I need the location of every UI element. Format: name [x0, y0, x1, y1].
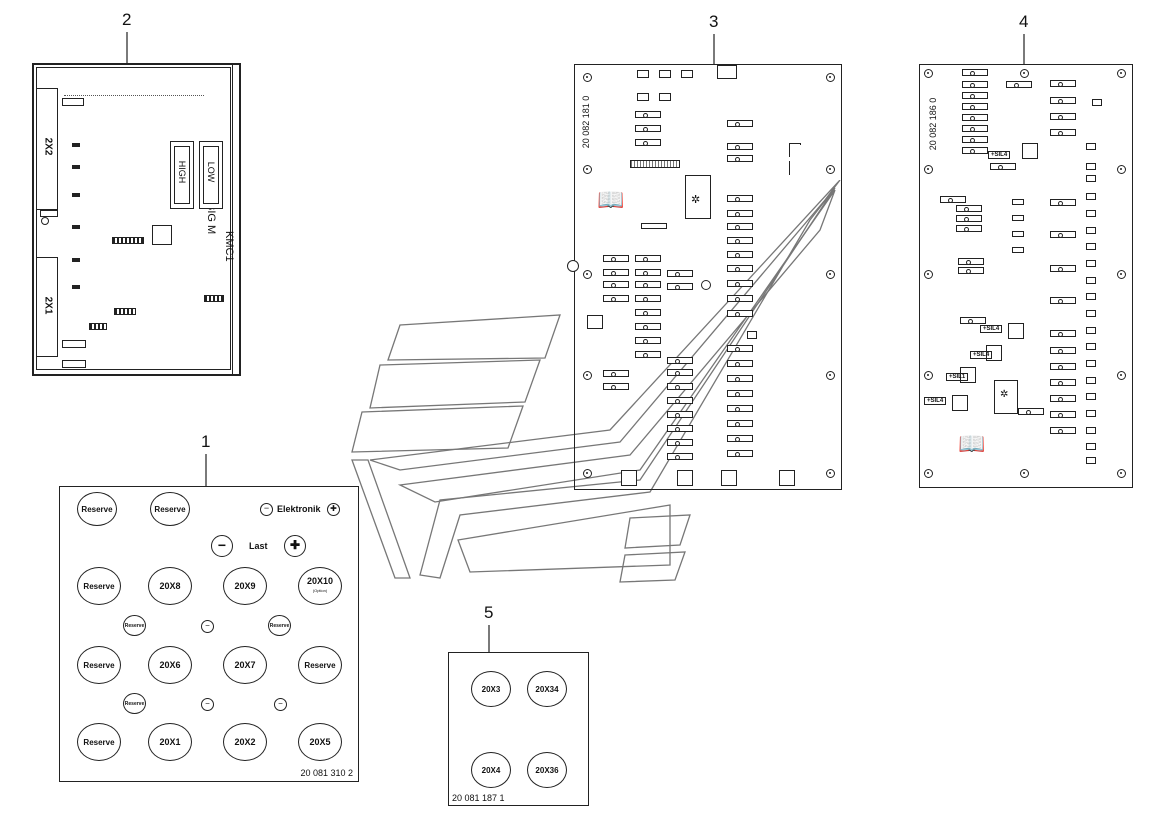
knob-2[interactable]: [1008, 323, 1024, 339]
panel-2-inner-frame: [36, 67, 231, 370]
connector-20x3[interactable]: 20X3: [471, 671, 511, 707]
label-kmc1: KMC1: [223, 231, 235, 262]
fuse-f4: [62, 360, 86, 368]
indicator-ring: [41, 217, 49, 225]
knob-5[interactable]: [952, 395, 968, 411]
last-plus-icon: ✚: [284, 535, 306, 557]
panel-3-part-number: 20 082 181 0: [581, 95, 591, 149]
potentiometer-4: [994, 380, 1018, 414]
option-label: (Option): [312, 588, 328, 593]
gear-icon: ✲: [691, 194, 701, 206]
label-2x1: 2X1: [42, 296, 54, 315]
led-row-4: [72, 225, 80, 229]
terminal-strip-low: [89, 323, 107, 330]
trimmer: [701, 280, 711, 290]
panel-2-board: 2X2 2X1 BIG M KMC1 HIGH LOW: [32, 63, 241, 376]
minus-icon-small-3: −: [274, 698, 287, 711]
callout-5: 5: [484, 603, 494, 622]
connector-20x7[interactable]: 20X7: [223, 646, 267, 684]
connector-reserve-r1-1[interactable]: Reserve: [77, 492, 117, 526]
panel-3-board: 20 082 181 0 ✲ 📖: [567, 64, 842, 490]
connector-bottom-3: [721, 470, 737, 486]
led-row-1: [72, 143, 80, 147]
pin-header: [630, 160, 680, 168]
minus-icon-small-2: −: [201, 698, 214, 711]
led-row-5: [72, 258, 80, 262]
connector-block-2x2: 2X2: [37, 88, 58, 210]
connector-20x9[interactable]: 20X9: [223, 567, 267, 605]
last-minus-icon: −: [211, 535, 233, 557]
terminal-row-top: [64, 95, 204, 104]
background-logo-outline: [351, 180, 841, 583]
knob-2-label: +SIL4: [980, 325, 1003, 333]
connector-20x36[interactable]: 20X36: [527, 752, 567, 788]
connector-20x4[interactable]: 20X4: [471, 752, 511, 788]
side-jack: [567, 260, 579, 272]
connector-reserve-r4-2[interactable]: Reserve: [298, 646, 342, 684]
terminal-strip-bottom: [204, 295, 224, 302]
connector-reserve-small-1[interactable]: Reserve: [123, 615, 146, 636]
terminal-strip-mid: [112, 237, 144, 244]
led-row-6: [72, 285, 80, 289]
knob-3-label: +SIL4: [970, 351, 993, 359]
terminal-strip-low-2: [114, 308, 136, 315]
switch-high[interactable]: HIGH: [170, 141, 194, 209]
connector-reserve-r4-1[interactable]: Reserve: [77, 646, 121, 684]
connector-20x6[interactable]: 20X6: [148, 646, 192, 684]
panel-4-board: 20 082 186 0 +SIL4 +SIL4 +SIL4 +SIL1 +SI…: [919, 64, 1133, 488]
manual-book-icon: 📖: [597, 187, 625, 212]
last-label: Last: [249, 541, 268, 551]
fuse-f2: [40, 210, 58, 217]
connector-bottom-4: [779, 470, 795, 486]
callout-3: 3: [709, 12, 719, 31]
panel-1-connector-plate: Elektronik − ✚ Last − ✚ Reserve Reserve …: [59, 486, 359, 782]
panel-1-part-number: 20 081 310 2: [300, 768, 353, 778]
panel-5-connector-plate: 20X3 20X34 20X4 20X36 20 081 187 1: [448, 652, 589, 806]
connector-bottom-2: [677, 470, 693, 486]
connector-reserve-r6-1[interactable]: Reserve: [77, 723, 121, 761]
knob-5-label: +SIL4: [924, 397, 947, 405]
elektronik-label: Elektronik: [277, 504, 321, 514]
connector-20x2[interactable]: 20X2: [223, 723, 267, 761]
fuse-f1: [62, 98, 84, 106]
knob-1[interactable]: [1022, 143, 1038, 159]
switch-low-label: LOW: [206, 161, 216, 183]
callout-2: 2: [122, 10, 132, 29]
connector-20x1[interactable]: 20X1: [148, 723, 192, 761]
led-row-2: [72, 165, 80, 169]
connector-20x8[interactable]: 20X8: [148, 567, 192, 605]
panel-5-part-number: 20 081 187 1: [452, 793, 505, 803]
knob-3[interactable]: [986, 345, 1002, 361]
connector-reserve-small-3[interactable]: Reserve: [123, 693, 146, 714]
knob-4[interactable]: [960, 367, 976, 383]
minus-icon-small-1: −: [201, 620, 214, 633]
connector-bottom-1: [621, 470, 637, 486]
switch-high-label: HIGH: [177, 160, 187, 184]
ground-symbol: [152, 225, 172, 245]
connector-reserve-small-2[interactable]: Reserve: [268, 615, 291, 636]
connector-reserve-r1-2[interactable]: Reserve: [150, 492, 190, 526]
connector-20x5[interactable]: 20X5: [298, 723, 342, 761]
panel-4-part-number: 20 082 186 0: [928, 97, 938, 151]
manual-book-icon-4: 📖: [958, 431, 986, 456]
switch-low[interactable]: LOW: [199, 141, 223, 209]
elektronik-plus-icon: ✚: [327, 503, 340, 516]
callout-1: 1: [201, 432, 211, 451]
connector-top: [717, 65, 737, 79]
panel-2-right-rail: [232, 65, 237, 374]
fuse-f3: [62, 340, 86, 348]
connector-block-2x1: 2X1: [37, 257, 58, 357]
label-2x2: 2X2: [42, 137, 54, 156]
callout-4: 4: [1019, 12, 1029, 31]
connector-reserve-r2-1[interactable]: Reserve: [77, 567, 121, 605]
elektronik-minus-icon: −: [260, 503, 273, 516]
gear-icon-4: ✲: [1000, 389, 1009, 400]
knob-1-label: +SIL4: [988, 151, 1011, 159]
knob-4-label: +SIL1: [946, 373, 969, 381]
potentiometer: [685, 175, 711, 219]
connector-20x34[interactable]: 20X34: [527, 671, 567, 707]
connector-20x10[interactable]: 20X10 (Option): [298, 567, 342, 605]
led-row-3: [72, 193, 80, 197]
